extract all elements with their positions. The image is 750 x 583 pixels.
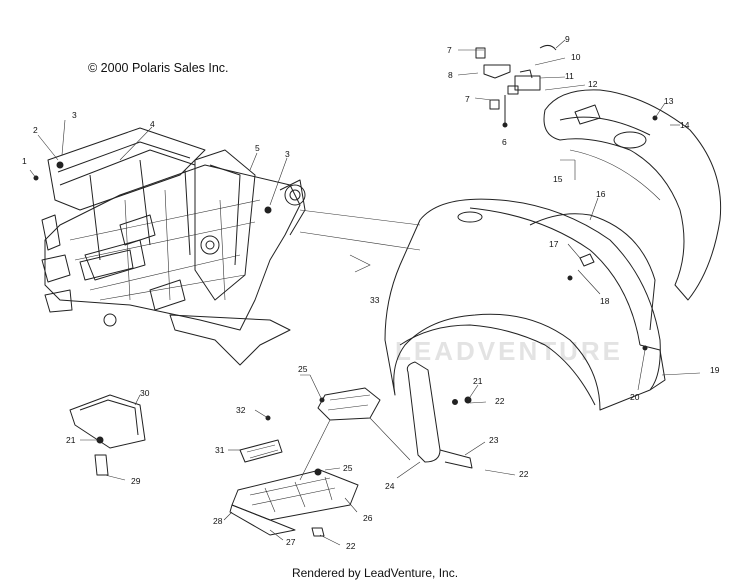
callout-labels: 1 2 3 4 5 3 6 7 7 8 9 10 11 12 13 14 15 … (22, 34, 720, 551)
callout-16: 16 (596, 189, 606, 199)
callout-3: 3 (72, 110, 77, 120)
footrest-assembly (69, 387, 381, 537)
callout-21b: 21 (66, 435, 76, 445)
callout-13: 13 (664, 96, 674, 106)
callout-29: 29 (131, 476, 141, 486)
callout-26: 26 (363, 513, 373, 523)
copyright-text: © 2000 Polaris Sales Inc. (88, 61, 229, 75)
callout-6: 6 (502, 137, 507, 147)
callout-11: 11 (565, 71, 574, 81)
callout-10: 10 (571, 52, 581, 62)
callout-17: 17 (549, 239, 559, 249)
callout-28: 28 (213, 516, 223, 526)
frame-assembly (33, 127, 306, 366)
callout-4: 4 (150, 119, 155, 129)
callout-22c: 22 (346, 541, 356, 551)
footer-credit: Rendered by LeadVenture, Inc. (291, 566, 459, 580)
mud-flap (406, 361, 473, 469)
callout-22: 22 (495, 396, 505, 406)
callout-7b: 7 (465, 94, 470, 104)
callout-5: 5 (255, 143, 260, 153)
callout-25: 25 (298, 364, 308, 374)
callout-25b: 25 (343, 463, 353, 473)
leader-lines (29, 39, 701, 546)
callout-22b: 22 (519, 469, 529, 479)
callout-12: 12 (588, 79, 598, 89)
callout-7: 7 (447, 45, 452, 55)
callout-20: 20 (630, 392, 640, 402)
callout-14: 14 (680, 120, 690, 130)
callout-9: 9 (565, 34, 570, 44)
callout-27: 27 (286, 537, 296, 547)
callout-19: 19 (710, 365, 720, 375)
callout-33: 33 (370, 295, 380, 305)
callout-23: 23 (489, 435, 499, 445)
rear-fender (543, 89, 722, 301)
callout-24: 24 (385, 481, 395, 491)
callout-2: 2 (33, 125, 38, 135)
callout-8: 8 (448, 70, 453, 80)
watermark: LEADVENTURE (395, 336, 624, 366)
callout-3b: 3 (285, 149, 290, 159)
callout-1: 1 (22, 156, 27, 166)
front-fender (384, 198, 666, 411)
callout-15: 15 (553, 174, 563, 184)
callout-32: 32 (236, 405, 246, 415)
callout-18: 18 (600, 296, 610, 306)
callout-31: 31 (215, 445, 225, 455)
callout-30: 30 (140, 388, 150, 398)
rack-hardware (475, 44, 557, 128)
callout-21: 21 (473, 376, 483, 386)
